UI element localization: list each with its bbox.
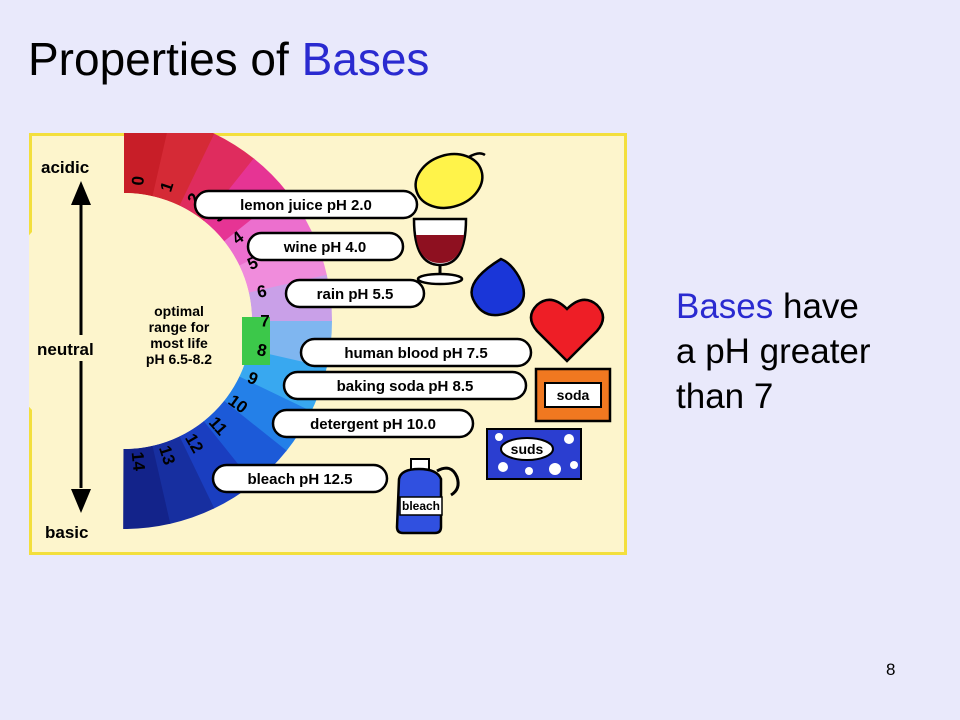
heart-icon <box>529 298 605 363</box>
suds-text: suds <box>511 441 544 457</box>
optimal-range-text: optimal range for most life pH 6.5-8.2 <box>146 303 212 367</box>
basic-label: basic <box>45 523 88 542</box>
ph-number: 14 <box>128 451 149 472</box>
optimal-line-1: optimal <box>154 303 204 319</box>
lemon-icon <box>414 152 486 210</box>
ph-number: 13 <box>155 443 179 467</box>
label-human-blood-text: human blood pH 7.5 <box>344 345 487 362</box>
inner-disc <box>29 193 252 449</box>
arrow-down-head <box>71 489 91 513</box>
body-line-1: Bases have <box>676 284 871 329</box>
slide-title: Properties of Bases <box>28 32 429 86</box>
ph-number: 0 <box>128 175 148 186</box>
ph-band <box>151 436 215 524</box>
ph-band <box>152 133 215 206</box>
suds-icon: suds <box>486 428 582 480</box>
label-baking-soda: baking soda pH 8.5 <box>282 370 528 401</box>
ph-band <box>124 133 168 197</box>
title-prefix: Properties of <box>28 33 302 85</box>
raindrop-icon <box>470 257 526 317</box>
optimal-line-3: most life <box>150 335 208 351</box>
label-baking-soda-text: baking soda pH 8.5 <box>337 378 474 395</box>
slide-body-text: Bases have a pH greater than 7 <box>676 284 871 419</box>
optimal-range-marker <box>242 317 270 365</box>
ph-band <box>203 400 287 485</box>
label-detergent: detergent pH 10.0 <box>271 408 475 439</box>
body-line-2: a pH greater <box>676 332 871 371</box>
label-wine: wine pH 4.0 <box>246 231 405 262</box>
label-human-blood: human blood pH 7.5 <box>299 337 533 368</box>
body-line-3: than 7 <box>676 377 774 416</box>
ph-band <box>123 445 171 529</box>
label-rain-text: rain pH 5.5 <box>317 286 394 303</box>
label-rain: rain pH 5.5 <box>284 278 426 309</box>
ph-scale-diagram: acidic neutral basic optimal range for m… <box>29 133 627 555</box>
neutral-label: neutral <box>37 340 94 359</box>
ph-number: 7 <box>260 312 269 331</box>
bleach-jug-text: bleach <box>402 499 440 513</box>
label-lemon-juice: lemon juice pH 2.0 <box>193 189 419 220</box>
optimal-line-4: pH 6.5-8.2 <box>146 351 212 367</box>
bleach-jug-icon: bleach <box>395 458 460 535</box>
ph-number: 8 <box>255 340 268 361</box>
body-line-1-rest: have <box>773 287 859 326</box>
label-wine-text: wine pH 4.0 <box>283 239 367 256</box>
optimal-line-2: range for <box>149 319 210 335</box>
title-highlight: Bases <box>301 33 430 85</box>
label-lemon-juice-text: lemon juice pH 2.0 <box>240 197 372 214</box>
acidic-label: acidic <box>41 158 89 177</box>
arrow-up-head <box>71 181 91 205</box>
body-highlight: Bases <box>676 287 774 326</box>
substance-labels: lemon juice pH 2.0 wine pH 4.0 rain pH 5… <box>193 189 533 494</box>
page-number: 8 <box>886 660 896 679</box>
soda-box-text: soda <box>557 387 590 403</box>
ph-number: 6 <box>255 281 268 302</box>
soda-box-icon: soda <box>534 367 612 423</box>
label-detergent-text: detergent pH 10.0 <box>310 416 436 433</box>
wine-glass-icon <box>412 217 468 286</box>
label-bleach: bleach pH 12.5 <box>211 463 389 494</box>
label-bleach-text: bleach pH 12.5 <box>247 471 352 488</box>
